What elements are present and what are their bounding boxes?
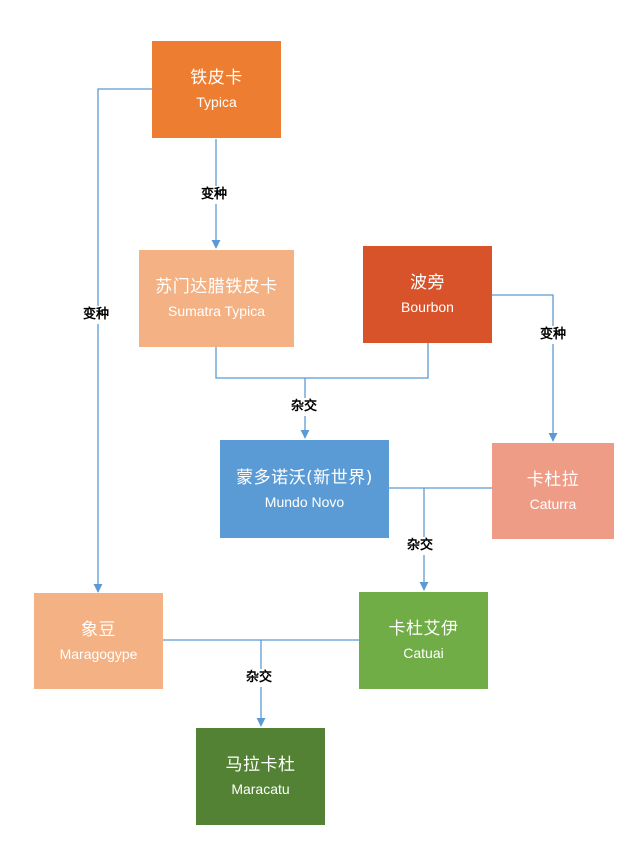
node-sumatra-typica-zh: 苏门达腊铁皮卡 xyxy=(155,277,278,297)
node-maracatu-en: Maracatu xyxy=(231,781,290,797)
node-bourbon-zh: 波旁 xyxy=(410,273,445,293)
node-sumatra-typica: 苏门达腊铁皮卡 Sumatra Typica xyxy=(139,250,294,347)
node-maracatu-zh: 马拉卡杜 xyxy=(225,755,296,775)
node-bourbon: 波旁 Bourbon xyxy=(363,246,492,343)
node-caturra-en: Caturra xyxy=(529,495,577,512)
edge-label-cross-mundo-novo: 杂交 xyxy=(290,398,319,416)
node-maragogype-en: Maragogype xyxy=(59,645,138,662)
node-typica-en: Typica xyxy=(196,94,237,110)
node-catuai-en: Catuai xyxy=(403,645,444,661)
node-typica-zh: 铁皮卡 xyxy=(190,68,243,88)
edge-label-cross-catuai: 杂交 xyxy=(406,537,435,555)
node-catuai: 卡杜艾伊 Catuai xyxy=(359,592,488,689)
node-caturra: 卡杜拉 Caturra xyxy=(492,443,614,539)
edge-label-typica-sumatra: 变种 xyxy=(200,186,229,204)
edge-label-typica-maragogype: 变种 xyxy=(82,306,111,324)
node-bourbon-en: Bourbon xyxy=(401,299,454,315)
edge-label-bourbon-caturra: 变种 xyxy=(539,326,568,344)
node-catuai-zh: 卡杜艾伊 xyxy=(388,619,459,639)
node-mundo-novo: 蒙多诺沃(新世界) Mundo Novo xyxy=(220,440,389,538)
node-sumatra-typica-en: Sumatra Typica xyxy=(167,303,265,319)
node-mundo-novo-en: Mundo Novo xyxy=(264,493,345,510)
edge-label-cross-maracatu: 杂交 xyxy=(245,669,274,687)
node-maracatu: 马拉卡杜 Maracatu xyxy=(196,728,325,825)
edge-bourbon-caturra xyxy=(492,294,558,442)
node-caturra-zh: 卡杜拉 xyxy=(526,469,580,490)
node-maragogype-zh: 象豆 xyxy=(81,619,116,640)
edge-typica-maragogype xyxy=(93,88,152,593)
node-mundo-novo-zh: 蒙多诺沃(新世界) xyxy=(236,467,373,488)
edge-cross-mundo-novo-left xyxy=(215,347,305,379)
node-maragogype: 象豆 Maragogype xyxy=(34,593,163,689)
node-typica: 铁皮卡 Typica xyxy=(152,41,281,138)
edge-cross-mundo-novo-right xyxy=(305,343,429,379)
